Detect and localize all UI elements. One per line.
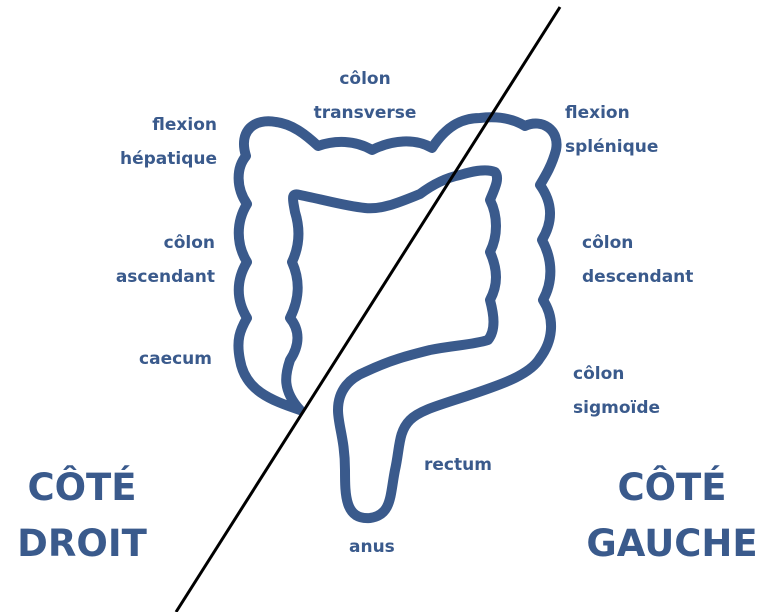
colon-sigmoide-label: côlon sigmoïde — [573, 357, 660, 425]
anus-label: anus — [349, 530, 395, 564]
colon-ascendant-label: côlon ascendant — [95, 226, 215, 294]
caecum-label: caecum — [112, 342, 212, 376]
left-side-title: CÔTÉ GAUCHE — [582, 460, 762, 572]
colon-descendant-label: côlon descendant — [582, 226, 693, 294]
flexion-hepatique-label: flexion hépatique — [105, 108, 217, 176]
rectum-label: rectum — [424, 448, 492, 482]
colon-outline — [238, 117, 556, 518]
right-side-title: CÔTÉ DROIT — [12, 460, 152, 572]
flexion-splenique-label: flexion splénique — [565, 96, 658, 164]
colon-transverse-label: côlon transverse — [300, 62, 430, 130]
